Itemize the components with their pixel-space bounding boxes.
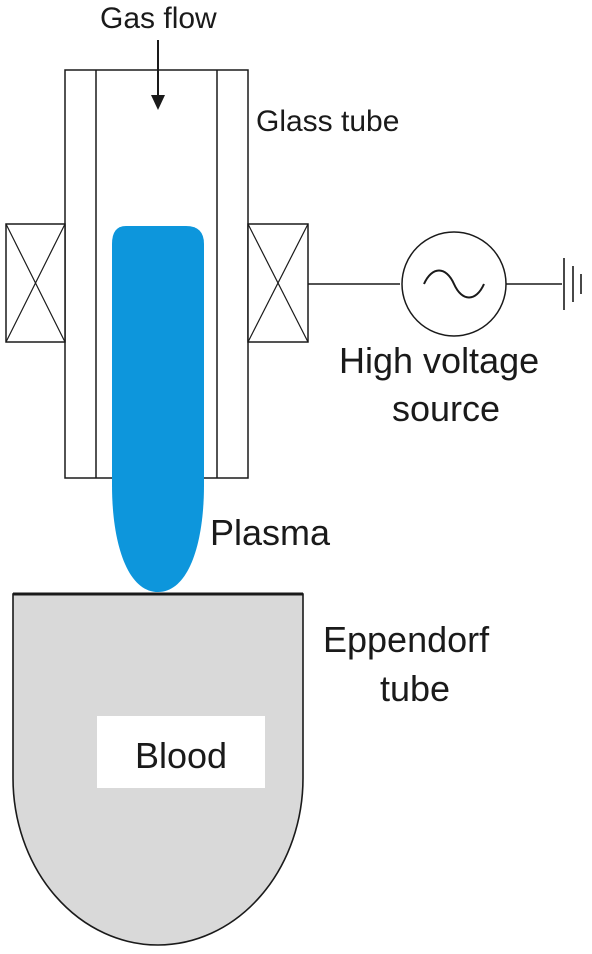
glass-tube-label: Glass tube [256,105,399,138]
blood-label-box [97,716,265,788]
eppendorf-label-line2: tube [380,668,450,709]
left-electrode-icon [5,223,66,343]
eppendorf-label-line1: Eppendorf [323,619,490,660]
high-voltage-label-line1: High voltage [339,340,539,381]
plasma-jet [112,226,204,592]
ac-source-sine-wave-icon [401,231,507,337]
ground-icon [563,258,582,310]
gas-flow-label: Gas flow [100,2,217,35]
plasma-label: Plasma [210,512,331,553]
gas-flow-arrow-icon [151,40,165,110]
high-voltage-label-line2: source [392,388,500,429]
blood-label: Blood [135,735,227,776]
right-electrode-icon [247,223,309,343]
